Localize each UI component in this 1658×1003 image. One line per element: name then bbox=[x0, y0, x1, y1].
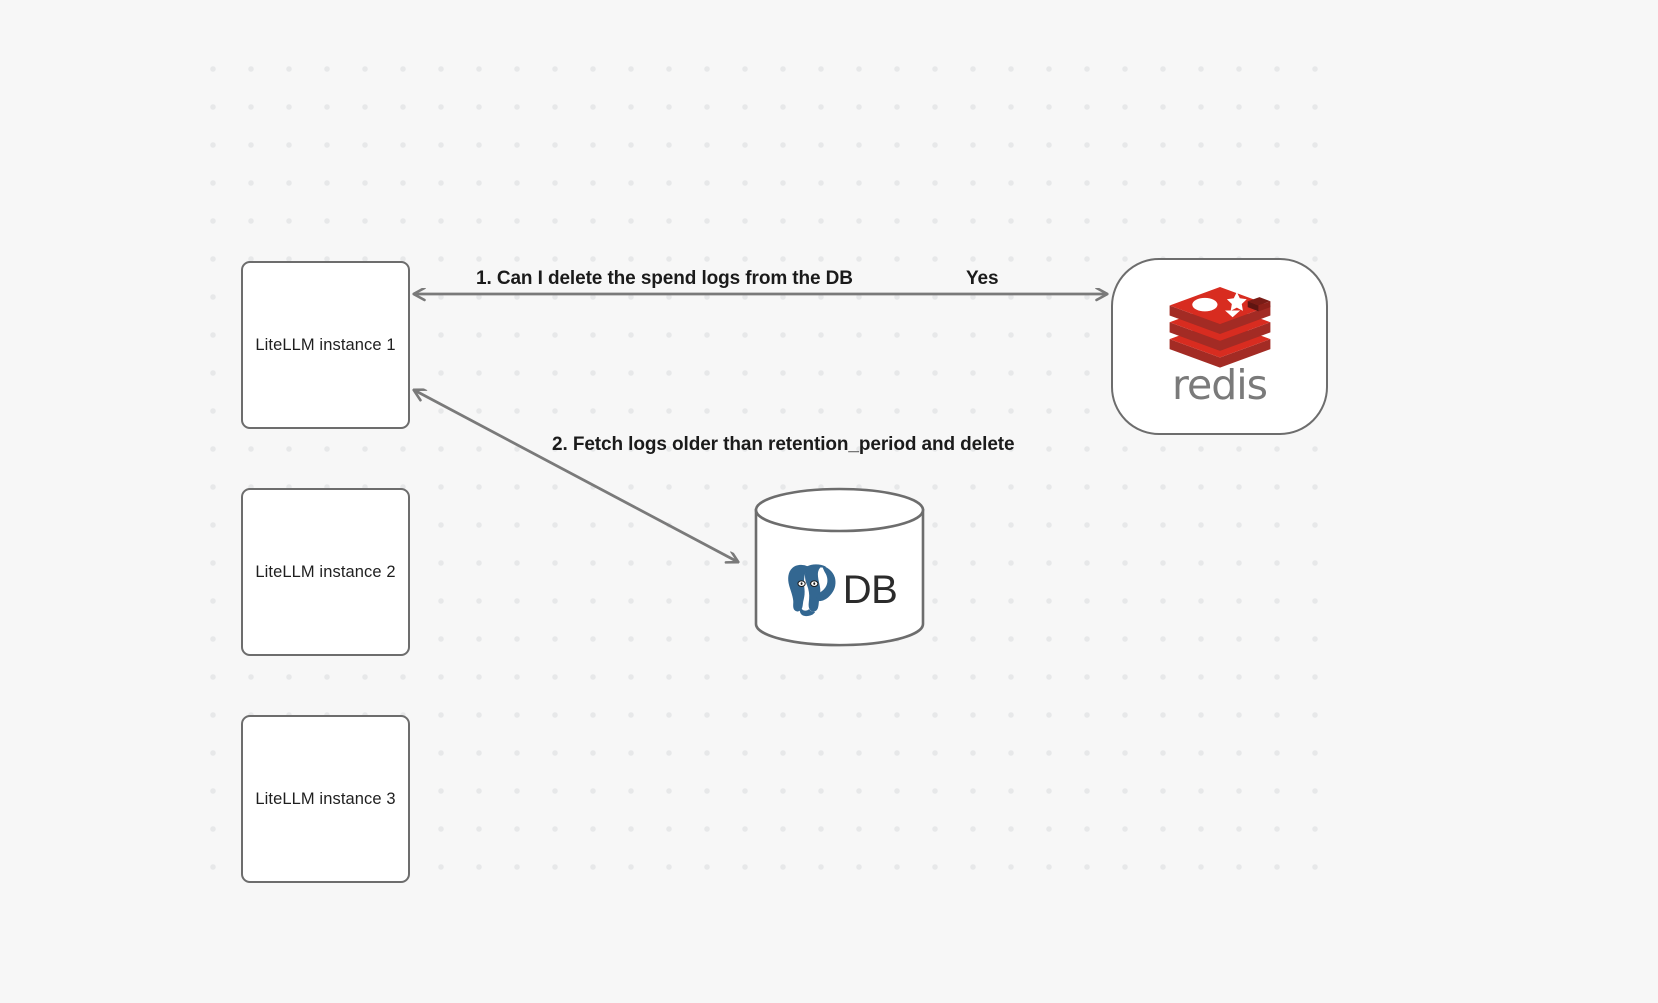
node-litellm-instance-3[interactable]: LiteLLM instance 3 bbox=[241, 715, 410, 883]
node-label: LiteLLM instance 2 bbox=[255, 562, 396, 581]
edge-llm1-db bbox=[414, 390, 738, 562]
edge-label-1-reply: Yes bbox=[966, 268, 999, 289]
node-litellm-instance-2[interactable]: LiteLLM instance 2 bbox=[241, 488, 410, 656]
node-label: LiteLLM instance 3 bbox=[255, 789, 396, 808]
redis-logo-icon bbox=[1169, 287, 1270, 368]
db-label: DB bbox=[842, 568, 898, 612]
node-label: LiteLLM instance 1 bbox=[255, 335, 396, 354]
node-litellm-instance-1[interactable]: LiteLLM instance 1 bbox=[241, 261, 410, 429]
node-redis[interactable]: redis bbox=[1111, 258, 1328, 435]
edge-label-2: 2. Fetch logs older than retention_perio… bbox=[552, 434, 1015, 455]
postgresql-elephant-icon bbox=[786, 563, 837, 618]
edge-label-1: 1. Can I delete the spend logs from the … bbox=[476, 268, 853, 289]
node-db[interactable]: DB bbox=[753, 487, 926, 647]
redis-wordmark-label: redis bbox=[1172, 361, 1268, 409]
